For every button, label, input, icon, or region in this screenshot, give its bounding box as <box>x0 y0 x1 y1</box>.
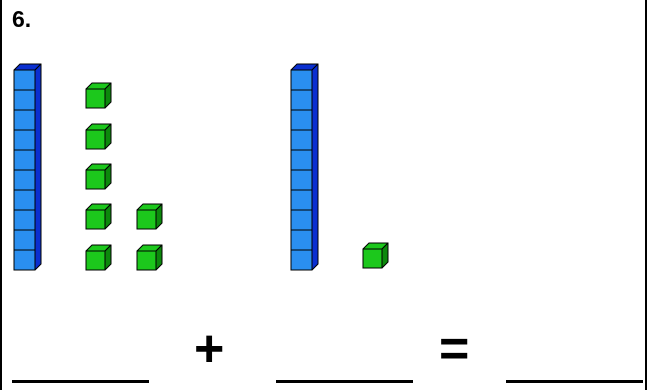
unit-cube <box>86 83 111 108</box>
ten-rod <box>291 64 318 270</box>
answer-blank-second-addend[interactable] <box>276 380 413 383</box>
unit-cube <box>363 243 388 268</box>
answer-blank-first-addend[interactable] <box>12 380 149 383</box>
unit-cube <box>86 164 111 189</box>
unit-cube <box>137 204 162 229</box>
equals-sign: = <box>439 323 469 375</box>
base-ten-blocks <box>0 0 647 320</box>
answer-blank-sum[interactable] <box>506 380 643 383</box>
unit-cube <box>86 124 111 149</box>
unit-cube <box>86 245 111 270</box>
unit-cube <box>86 204 111 229</box>
unit-cube <box>137 245 162 270</box>
ten-rod <box>14 64 41 270</box>
plus-sign: + <box>194 323 224 375</box>
